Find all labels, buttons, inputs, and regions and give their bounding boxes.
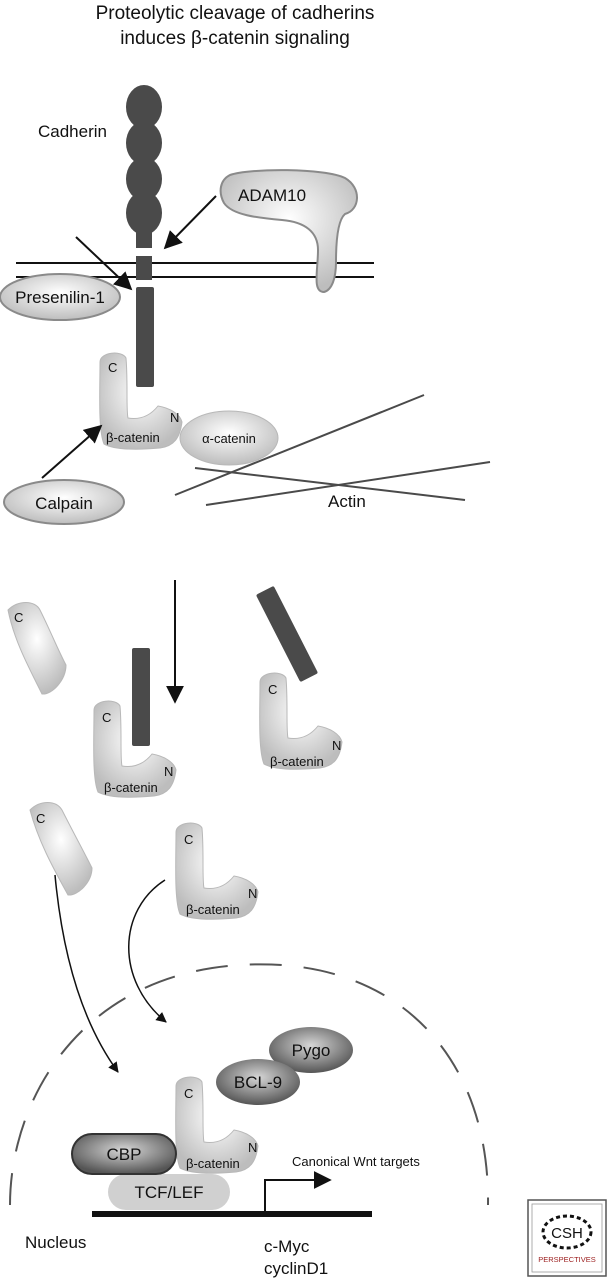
presenilin-cleavage-arrow: [75, 236, 133, 291]
cbp-protein: [71, 1133, 177, 1175]
cbp-label: CBP: [107, 1145, 142, 1164]
cadherin-fragment-right: [256, 586, 318, 682]
tcf-lef-protein: [108, 1174, 230, 1210]
actin-filaments: [174, 394, 491, 506]
beta-catenin-right: C N β-catenin: [259, 672, 343, 770]
presenilin-1-label: Presenilin-1: [15, 288, 105, 307]
pygo-protein: [269, 1027, 353, 1073]
free-beta-catenin-label: β-catenin: [186, 902, 240, 917]
beta-catenin-membrane: C N β-catenin: [99, 352, 183, 450]
nuclear-n-label: N: [248, 1140, 257, 1155]
bcl-9-label: BCL-9: [234, 1073, 282, 1092]
nuclear-beta-catenin-label: β-catenin: [186, 1156, 240, 1171]
gene-cyclind1-label: cyclinD1: [264, 1259, 328, 1278]
cadherin-label: Cadherin: [38, 122, 107, 141]
transcription-start-arrow: [264, 1171, 332, 1212]
beta-catenin-free: C N β-catenin: [175, 822, 259, 920]
middle-n-label: N: [164, 764, 173, 779]
tcf-lef-label: TCF/LEF: [135, 1183, 204, 1202]
cadherin-ectodomain: [126, 85, 162, 248]
actin-label: Actin: [328, 492, 366, 511]
nuclear-c-label: C: [184, 1086, 193, 1101]
csh-perspectives-logo: CSH PERSPECTIVES: [527, 1199, 607, 1277]
c-terminal-fragment-1: C: [7, 602, 67, 695]
beta-catenin-label: β-catenin: [106, 430, 160, 445]
gene-c-myc-label: c-Myc: [264, 1237, 310, 1256]
title-line-1: Proteolytic cleavage of cadherins: [96, 3, 375, 24]
alpha-catenin-protein: [179, 410, 279, 466]
middle-c-label: C: [102, 710, 111, 725]
cadherin-fragment-middle: [132, 648, 150, 746]
free-c-label: C: [184, 832, 193, 847]
wnt-targets-label: Canonical Wnt targets: [292, 1154, 420, 1169]
nuclear-entry-arrow-left: [54, 874, 119, 1073]
nuclear-entry-arrow-right: [128, 879, 167, 1023]
c-terminus-label: C: [108, 360, 117, 375]
free-n-label: N: [248, 886, 257, 901]
right-c-label: C: [268, 682, 277, 697]
bcl-9-protein: [216, 1059, 300, 1105]
fragment-1-c-label: C: [14, 610, 23, 625]
beta-catenin-middle: C N β-catenin: [93, 700, 177, 798]
logo-csh-text: CSH: [551, 1225, 583, 1242]
beta-catenin-nuclear: C N β-catenin: [175, 1076, 259, 1174]
logo-perspectives-text: PERSPECTIVES: [538, 1255, 596, 1264]
cadherin-cytoplasmic-tail: [136, 287, 154, 387]
middle-beta-catenin-label: β-catenin: [104, 780, 158, 795]
adam10-protein: [219, 169, 358, 294]
n-terminus-label: N: [170, 410, 179, 425]
presenilin-1-protein: [0, 273, 121, 321]
adam10-cleavage-arrow: [163, 195, 217, 250]
right-beta-catenin-label: β-catenin: [270, 754, 324, 769]
calpain-label: Calpain: [35, 494, 93, 513]
calpain-protein: [3, 479, 125, 525]
c-terminal-fragment-2: C: [29, 802, 93, 896]
calpain-cleavage-arrow: [41, 424, 103, 479]
pygo-label: Pygo: [292, 1041, 331, 1060]
nucleus-label: Nucleus: [25, 1233, 86, 1252]
cadherin-transmembrane-segment: [136, 256, 152, 280]
right-n-label: N: [332, 738, 341, 753]
alpha-catenin-label: α-catenin: [202, 431, 256, 446]
title-line-2: induces β-catenin signaling: [120, 28, 350, 49]
fragment-2-c-label: C: [36, 811, 45, 826]
adam10-label: ADAM10: [238, 186, 306, 205]
